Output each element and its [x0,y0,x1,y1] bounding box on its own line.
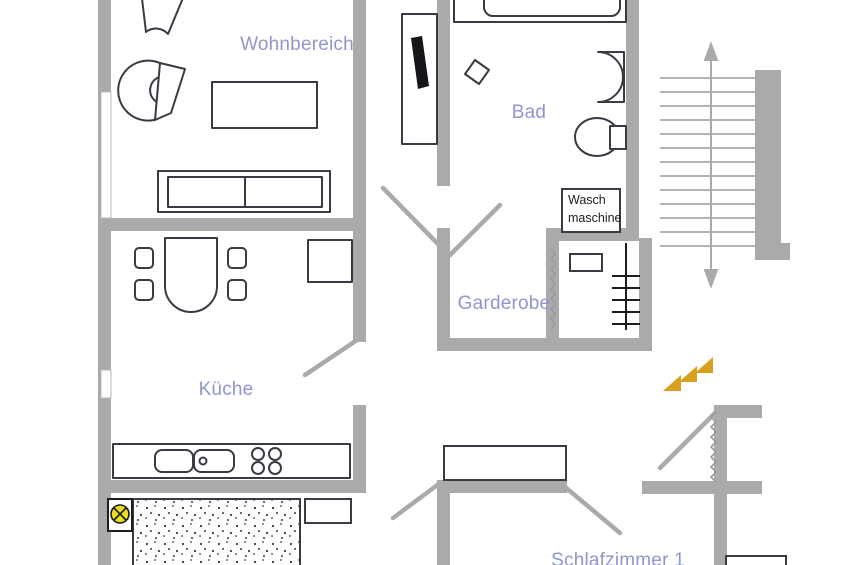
room-label-bad: Bad [512,102,546,123]
door-leaf-kueche [302,335,363,378]
wall-kueche-bottom [98,480,366,493]
room-labels-layer: Wohnbereich Bad Garderobe Küche Schlafzi… [199,34,685,565]
armchair-top [141,0,184,35]
wall-wohnbereich-right [353,0,366,231]
wall-wohnbereich-kueche [98,218,366,231]
dining-chair-2 [134,279,154,301]
wall-schlafzimmer-left [437,480,450,565]
room-label-schlafzimmer1: Schlafzimmer 1 [551,550,685,565]
furniture-bad [453,0,627,157]
direction-triangle-2 [679,366,697,382]
kitchen-tall-cabinet [307,239,353,283]
burner-1 [251,447,265,461]
staircase [660,41,756,289]
toilet-cistern [609,125,627,150]
wall-stair-bottom [755,243,790,260]
door-leaf-wohnbereich-garderobe [380,185,443,249]
armchair-left-back [154,62,186,121]
floor-drain [464,59,490,85]
hall-cabinet [569,253,603,272]
wardrobe [401,13,438,145]
wall-kueche-right-upper [353,231,366,342]
direction-triangle-3 [695,357,713,373]
room-label-garderobe: Garderobe [458,293,551,314]
appliance-labels-layer: Wasch maschine [568,193,622,225]
room-label-kueche: Küche [199,379,254,400]
door-leaf-bottomright [657,407,721,471]
balcony-x-icon [107,498,133,532]
washing-machine-box [561,188,621,233]
wardrobe-bar [411,36,429,89]
wall-corridor-bottom [437,338,559,351]
direction-triangle-1 [663,375,681,391]
shelf-unit [612,243,640,330]
furniture-kueche [112,237,353,479]
room-label-wohnbereich: Wohnbereich [240,34,354,55]
door-leaf-schlafzimmer-left [390,480,443,521]
balcony-floor [132,498,301,565]
stair-direction-arrow-icon [703,41,719,289]
wall-bottomright-top2 [714,405,762,418]
stove-burners [251,447,282,475]
wall-garderobe-right-outer [639,238,652,351]
dining-chair-3 [227,247,247,269]
windows-layer [100,91,112,399]
door-leaf-bad [440,202,503,265]
wall-kueche-right-lower [353,405,366,480]
wall-left-upper [98,0,111,92]
wall-bad-right [626,0,639,238]
sofa-cushion-right [244,176,323,208]
window-left-upper [100,91,112,219]
bathtub-inner [483,0,621,17]
furniture-bedrooms [443,445,787,565]
wall-left-mid [98,218,111,370]
doors-layer [302,185,721,536]
furniture-garderobe [561,188,640,330]
stair-treads [660,77,756,247]
furniture-wohnbereich [117,0,438,213]
wall-stair-right [755,70,781,260]
sink-basin-right [193,449,235,473]
wall-garderobe-right [546,228,559,351]
wall-bottomright-vertical [714,405,727,565]
dining-table [164,237,218,313]
wall-garderobe-bottom [546,338,652,351]
door-leaf-schlafzimmer-right [562,484,623,536]
balcony-area [107,498,352,565]
sink-basin [597,51,625,103]
dining-chair-4 [227,279,247,301]
washing-machine-label-line2: maschine [568,211,622,225]
dining-chair-1 [134,247,154,269]
balcony-side-box [304,498,352,524]
burner-4 [268,461,282,475]
wall-schlafzimmer-top [437,480,567,493]
sink-drain [198,456,208,466]
bed-headboard-schlafzimmer1 [443,445,567,481]
burner-2 [268,447,282,461]
window-left-lower [100,369,112,399]
door-arc-bottomright-zig [709,411,718,483]
counter-basin-left [154,449,194,473]
coffee-table [211,81,318,129]
wall-bottomright-top [642,481,762,494]
door-arcs-layer [549,248,718,483]
burner-3 [251,461,265,475]
bed-bottomright [725,555,787,565]
sofa-cushion-left [167,176,246,208]
washing-machine-label-line1: Wasch [568,193,606,207]
wall-bad-left [437,0,450,186]
direction-triangles-icon [663,357,713,391]
door-arc-garderobe-zig [549,248,557,330]
